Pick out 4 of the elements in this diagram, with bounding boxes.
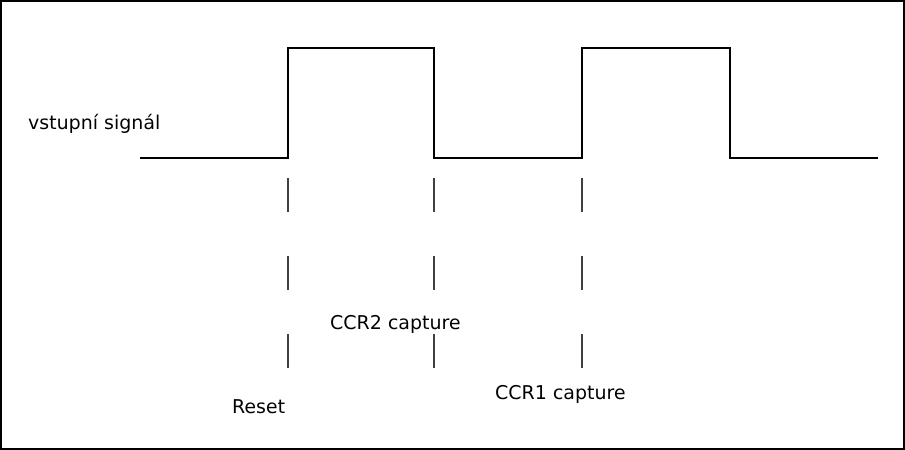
event-label: CCR1 capture (495, 382, 626, 405)
event-label: Reset (232, 396, 286, 419)
event-label: CCR2 capture (330, 312, 461, 335)
signal-label: vstupní signál (28, 112, 160, 135)
